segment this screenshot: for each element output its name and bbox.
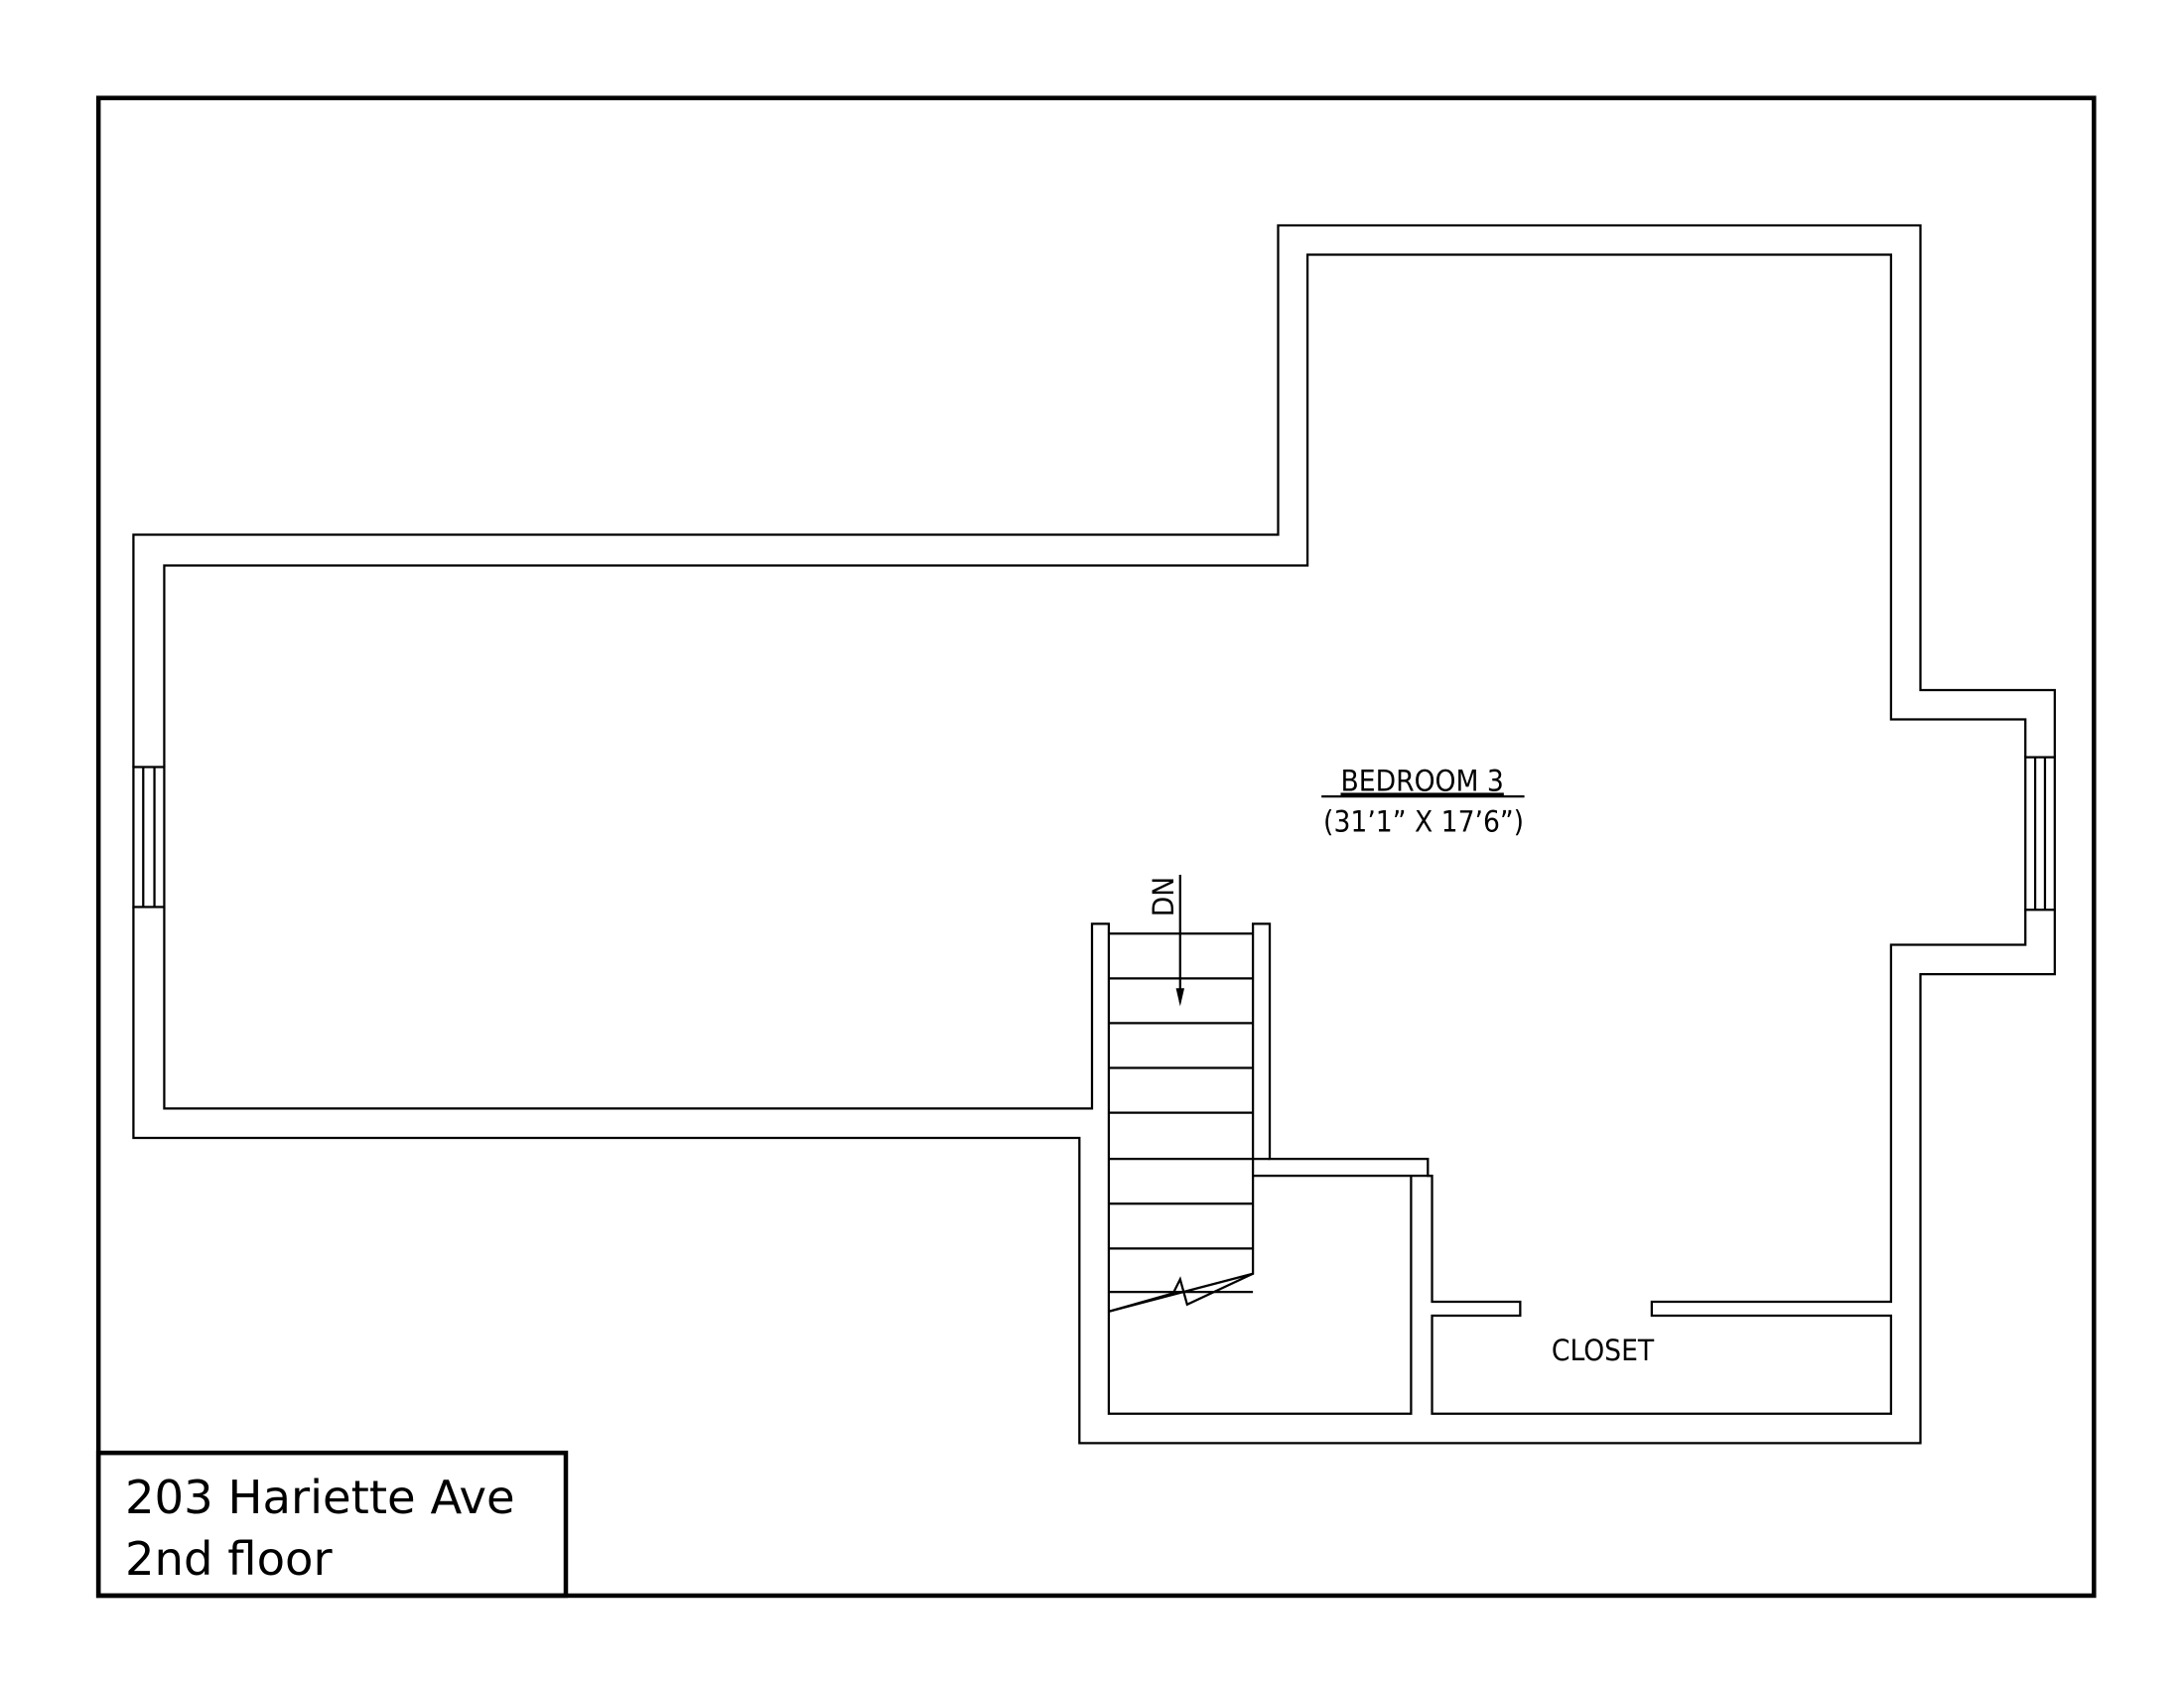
stair-direction-arrow xyxy=(1175,875,1185,1007)
room-name-closet: CLOSET xyxy=(1552,1334,1655,1367)
title-floor: 2nd floor xyxy=(125,1532,334,1586)
exterior-wall-outer xyxy=(132,223,2056,1445)
room-name-bedroom-3: BEDROOM 3 xyxy=(1340,764,1503,797)
stair-direction-label: DN xyxy=(1147,877,1180,916)
sheet-border xyxy=(95,95,2097,1599)
stair-treads xyxy=(1108,932,1254,1294)
title-address: 203 Hariette Ave xyxy=(125,1471,515,1524)
stair-break-line xyxy=(1108,1272,1254,1313)
title-block: 203 Hariette Ave 2nd floor xyxy=(95,1450,569,1599)
room-dimensions-bedroom-3: (31’1” X 17’6”) xyxy=(1323,804,1524,838)
window-left xyxy=(132,766,166,909)
exterior-wall-inner xyxy=(163,253,2027,1415)
window-right xyxy=(2024,756,2056,912)
